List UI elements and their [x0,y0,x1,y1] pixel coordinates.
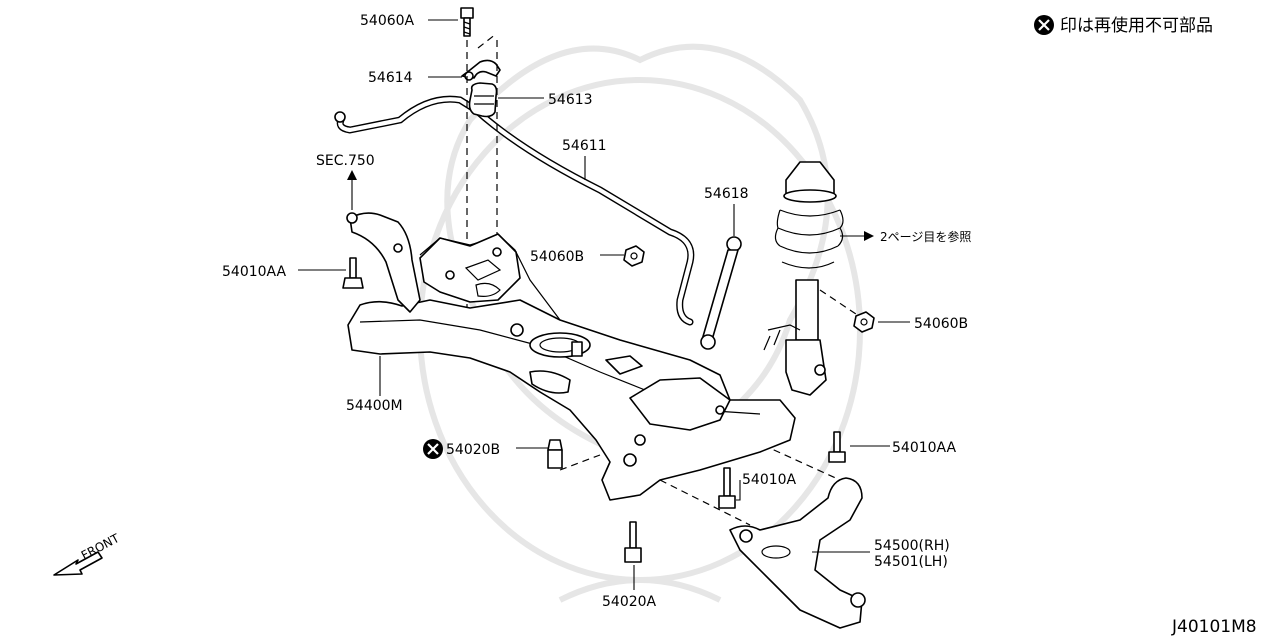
bolt-54010AA-right [828,431,846,463]
strut-assembly [763,161,844,396]
label-54010AA-left: 54010AA [222,264,287,280]
legend-text: 印は再使用不可部品 [1060,15,1213,36]
label-54010AA-right: 54010AA [892,440,957,456]
label-54611: 54611 [562,138,607,154]
sec-arrow [347,170,357,210]
stabilizer-bar [334,95,695,326]
clamp-54614 [461,59,501,81]
label-54400M: 54400M [346,398,403,414]
suspension-member [347,233,796,501]
front-arrow-icon [53,551,103,576]
label-54060B-top: 54060B [530,249,584,265]
legend: 印は再使用不可部品 [1034,15,1213,36]
nut-54060B-right [853,311,875,333]
bolt-54060A [460,7,474,37]
guide-line [819,289,863,319]
engine-mount-bracket [346,212,421,313]
label-54060B-right: 54060B [914,316,968,332]
label-54618: 54618 [704,186,749,202]
bolt-54010AA-left [342,257,364,289]
label-page-ref: 2ページ目を参照 [880,229,971,244]
guide-line [477,33,497,49]
nut-54060B-top [623,245,645,267]
transverse-link [729,477,866,629]
label-54020B: 54020B [446,442,500,458]
label-sec-ref: SEC.750 [316,153,375,169]
nut-54020B [547,439,563,469]
connecting-rod-54618 [700,236,742,350]
page-ref-arrow [840,231,874,241]
bolt-54010A [718,467,736,509]
label-54500: 54500(RH) [874,538,950,554]
drawing-code: J40101M8 [1171,617,1257,637]
label-54613: 54613 [548,92,593,108]
guide-line [659,479,751,526]
label-54060A: 54060A [360,13,415,29]
guide-line [559,454,601,471]
label-54010A: 54010A [742,472,797,488]
guide-line [729,429,841,481]
non-reusable-icon [423,439,443,459]
x-circle-icon [1034,15,1054,35]
bolt-54020A [624,521,642,563]
label-54501: 54501(LH) [874,554,948,570]
label-54614: 54614 [368,70,413,86]
label-54020A: 54020A [602,594,657,610]
bushing-54613 [468,82,498,118]
